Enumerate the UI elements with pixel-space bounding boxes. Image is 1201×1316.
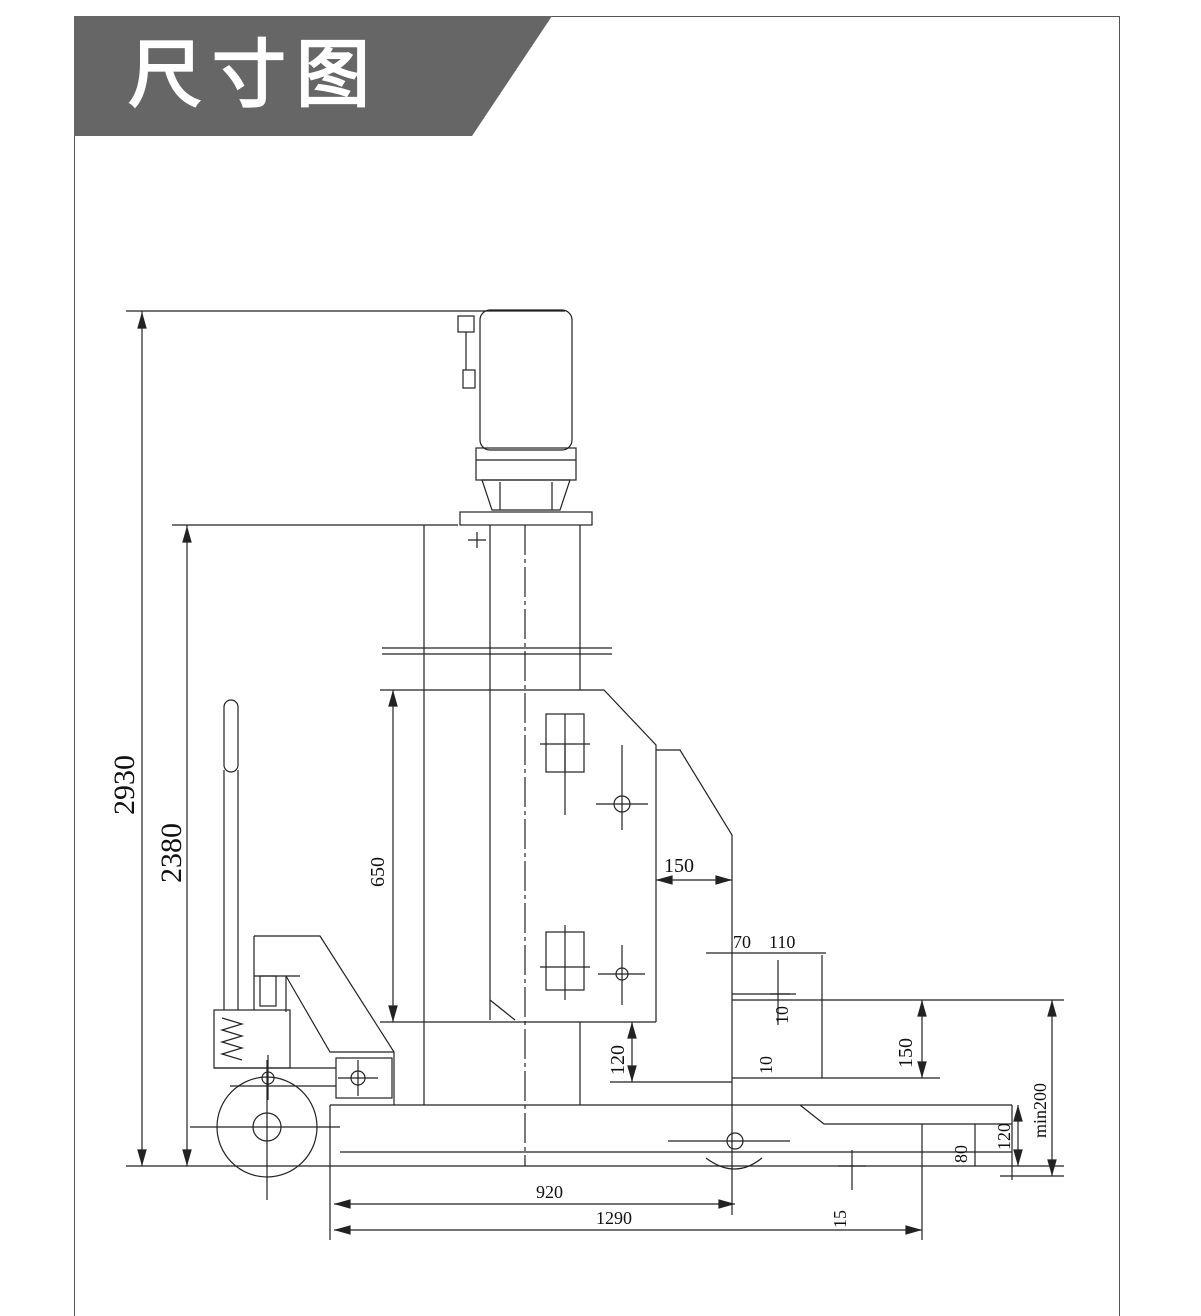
dim-label-150-foot: 150 bbox=[895, 1038, 917, 1068]
dim-label-10-lower: 10 bbox=[756, 1056, 776, 1074]
banner-shape bbox=[74, 16, 552, 136]
dimension-lines bbox=[333, 689, 1064, 1235]
base-frame bbox=[329, 955, 1064, 1240]
dim-label-2930: 2930 bbox=[108, 755, 141, 815]
front-wheel bbox=[190, 1060, 340, 1200]
dim-label-10-upper: 10 bbox=[772, 1006, 792, 1024]
dim-label-min200: min200 bbox=[1030, 1083, 1050, 1138]
dim-label-70: 70 bbox=[733, 932, 751, 952]
dim-label-80: 80 bbox=[951, 1145, 971, 1163]
dim-label-920: 920 bbox=[536, 1182, 563, 1202]
dim-label-120-right: 120 bbox=[994, 1123, 1014, 1150]
dim-label-2380: 2380 bbox=[155, 823, 188, 883]
arrow bbox=[182, 525, 192, 543]
dim-label-15: 15 bbox=[830, 1210, 850, 1228]
column-mast bbox=[382, 525, 612, 1166]
motor-assembly bbox=[457, 309, 593, 526]
page-title: 尺寸图 bbox=[128, 32, 380, 118]
dim-label-110: 110 bbox=[769, 932, 795, 952]
arrow bbox=[137, 311, 147, 329]
arrow bbox=[182, 1149, 192, 1167]
dim-label-650: 650 bbox=[367, 857, 389, 887]
carriage-body bbox=[380, 689, 733, 1105]
dim-label-150-arm: 150 bbox=[664, 855, 694, 877]
dim-label-120-base: 120 bbox=[607, 1045, 629, 1075]
dim-label-1290: 1290 bbox=[596, 1208, 632, 1228]
arrow bbox=[137, 1149, 147, 1167]
title-banner: 尺寸图 bbox=[74, 16, 552, 136]
handle-pump bbox=[213, 699, 395, 1105]
content-frame bbox=[74, 16, 1120, 1316]
